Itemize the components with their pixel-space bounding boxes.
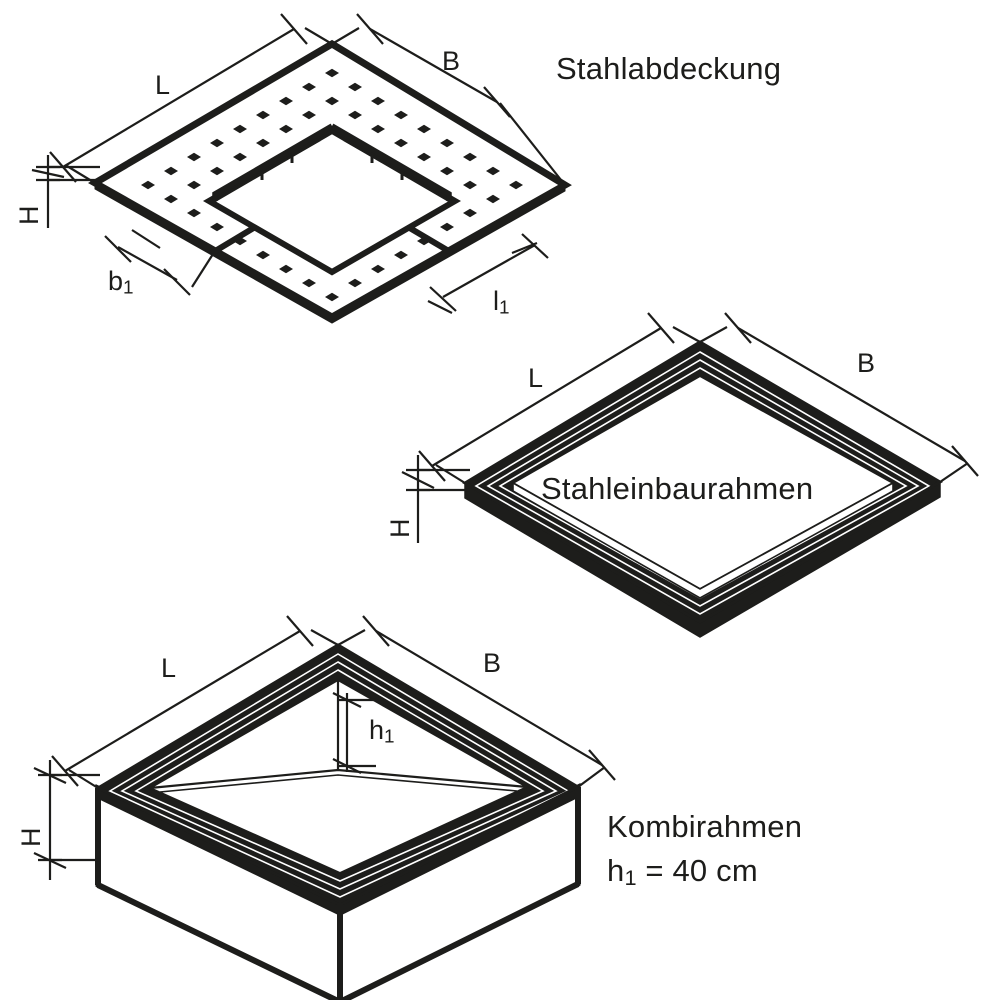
dimension-line-B-fig1: [331, 13, 566, 186]
opening-rim-detail: [212, 123, 452, 202]
dimension-line-H-fig1: [31, 155, 100, 228]
dimension-line-H-fig3: [33, 760, 100, 880]
dimension-line-l1-fig1: [427, 233, 549, 314]
dimension-line-h1-fig3: [332, 692, 376, 774]
dimension-line-H-fig2: [401, 455, 470, 543]
rim-profile-lines: [108, 653, 570, 898]
figure-kombirahmen: [33, 615, 616, 1000]
figure-stahlabdeckung: [31, 13, 572, 324]
dimension-line-B-fig3: [337, 615, 616, 788]
dimension-line-b1-fig1: [104, 229, 214, 296]
dimension-line-B-fig2: [699, 312, 979, 483]
dimension-line-L-fig2: [418, 312, 701, 484]
plate-opening: [202, 126, 462, 276]
tray-bottom-contour: [95, 787, 581, 1000]
figure-stahleinbaurahmen: [401, 312, 979, 638]
dimension-line-L-fig3: [51, 615, 339, 789]
